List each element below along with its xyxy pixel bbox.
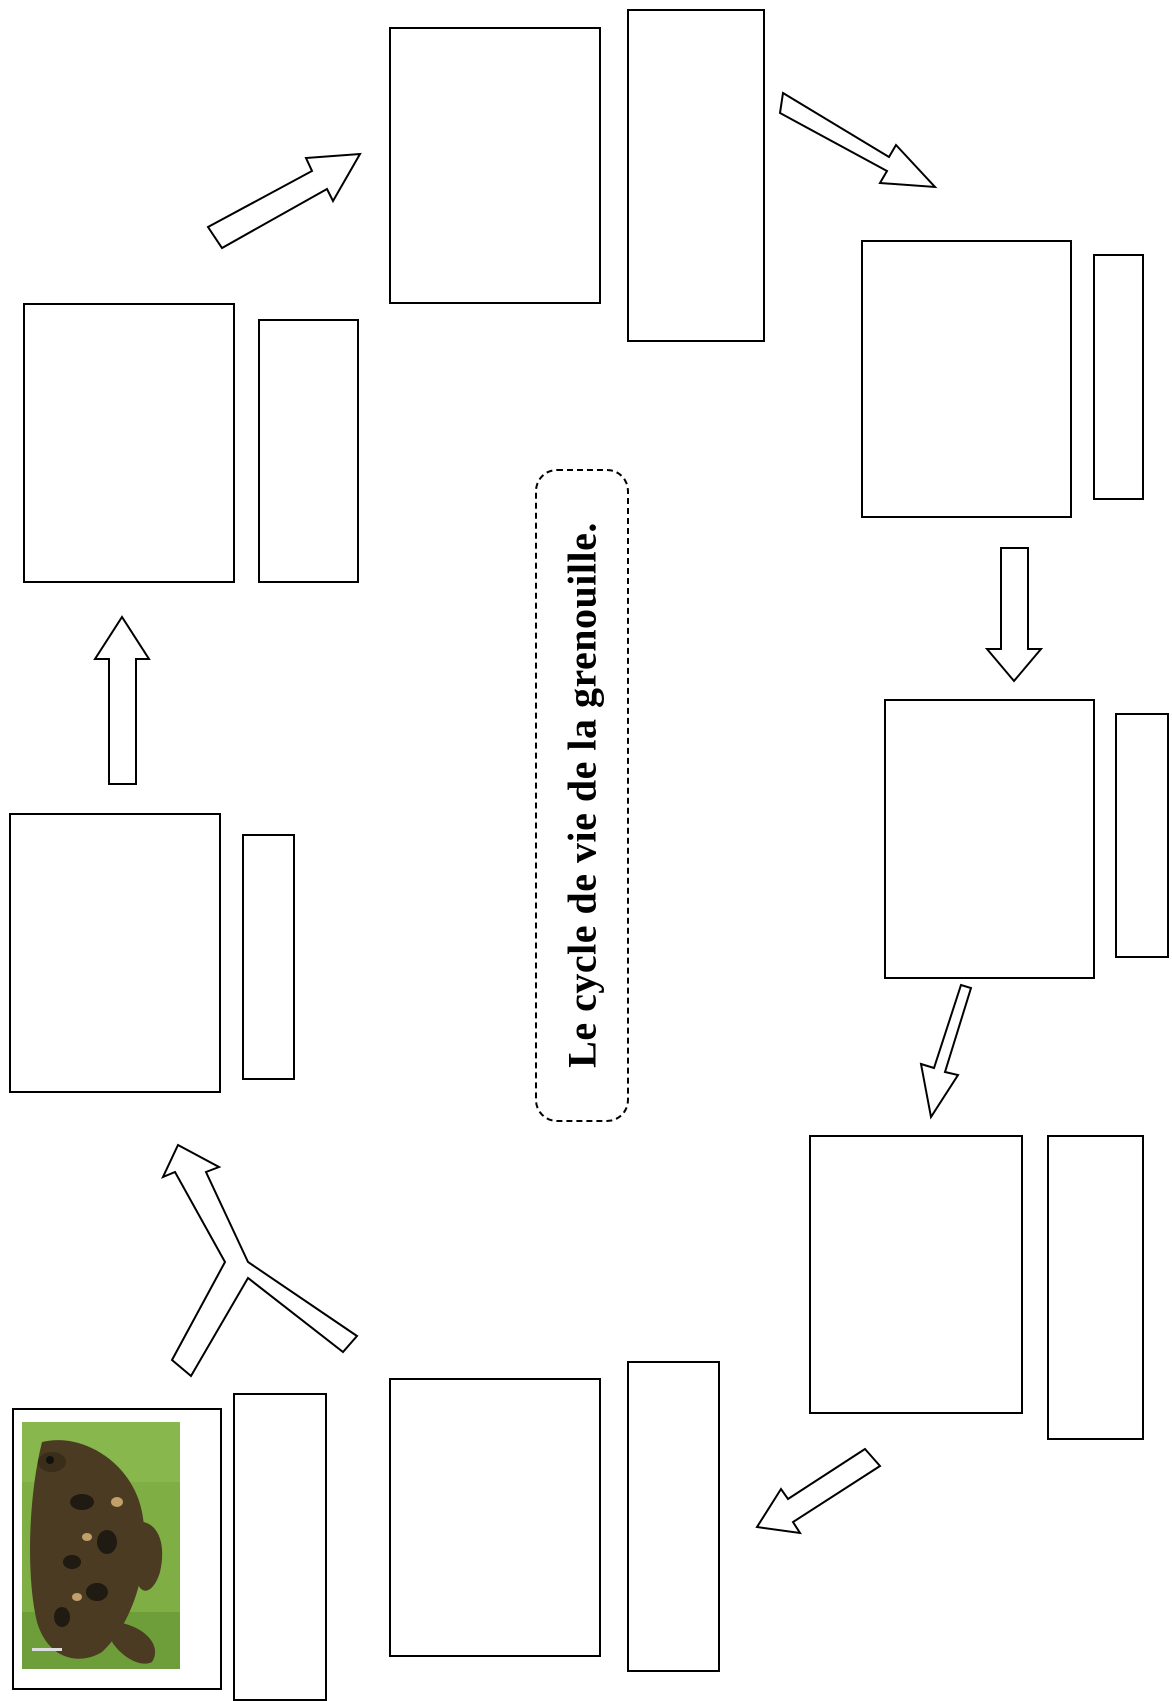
arrow-up-right [208,154,360,248]
arrow-up [95,617,149,784]
arrow-forked [163,1145,357,1376]
arrow-down [987,548,1041,681]
arrow-down-left-2 [757,1449,880,1533]
arrow-down-right [780,93,935,187]
arrow-down-left-1 [921,985,971,1117]
